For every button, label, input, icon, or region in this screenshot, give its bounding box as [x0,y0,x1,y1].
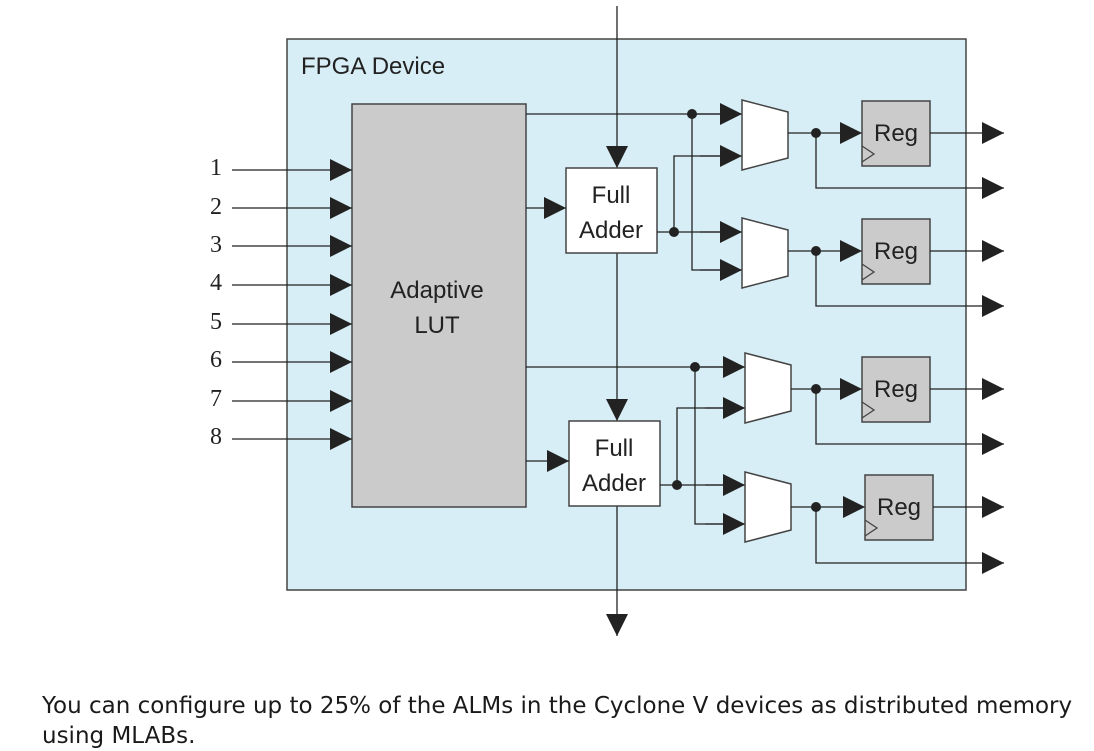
full-adder-top-label-line1: Full [592,182,631,209]
register-feed-wires [788,122,1004,574]
input-label-6: 6 [210,347,222,373]
lut-inputs [232,159,352,450]
mux-2 [741,217,789,289]
lut-to-adder-wires [526,197,569,472]
input-label-2: 2 [210,194,222,220]
register-4: Reg [864,474,934,541]
adaptive-lut-label-line1: Adaptive [390,277,483,304]
mux-1 [741,99,789,171]
register-output-wires [930,122,1004,518]
mux-3 [744,352,792,424]
lower-junctions [672,362,700,490]
full-adder-bottom [568,420,661,507]
mux-output-junctions [811,128,821,512]
adaptive-lut-label-line2: LUT [414,312,460,339]
mux-4 [744,471,792,543]
fpga-device-title: FPGA Device [301,53,445,80]
caption-text: You can configure up to 25% of the ALMs … [42,693,1073,749]
input-label-5: 5 [210,309,222,335]
alm-block-diagram: FPGA Device Adaptive LUT 1 2 3 4 5 6 7 8… [210,6,1004,636]
input-label-3: 3 [210,232,222,258]
register-2-label: Reg [874,238,918,265]
register-3: Reg [861,356,931,423]
adaptive-lut-block [351,103,527,508]
input-label-4: 4 [210,270,222,296]
register-1-label: Reg [874,120,918,147]
lower-routing [526,356,745,535]
upper-junctions [669,109,697,237]
register-4-label: Reg [877,494,921,521]
input-label-8: 8 [210,424,222,450]
input-label-1: 1 [210,155,222,181]
full-adder-bottom-label-line2: Adder [582,470,646,497]
register-2: Reg [861,218,931,285]
full-adder-top-label-line2: Adder [579,217,643,244]
register-3-label: Reg [874,376,918,403]
input-label-7: 7 [210,386,222,412]
full-adder-top [565,167,658,254]
register-1: Reg [861,100,931,167]
full-adder-bottom-label-line1: Full [595,435,634,462]
